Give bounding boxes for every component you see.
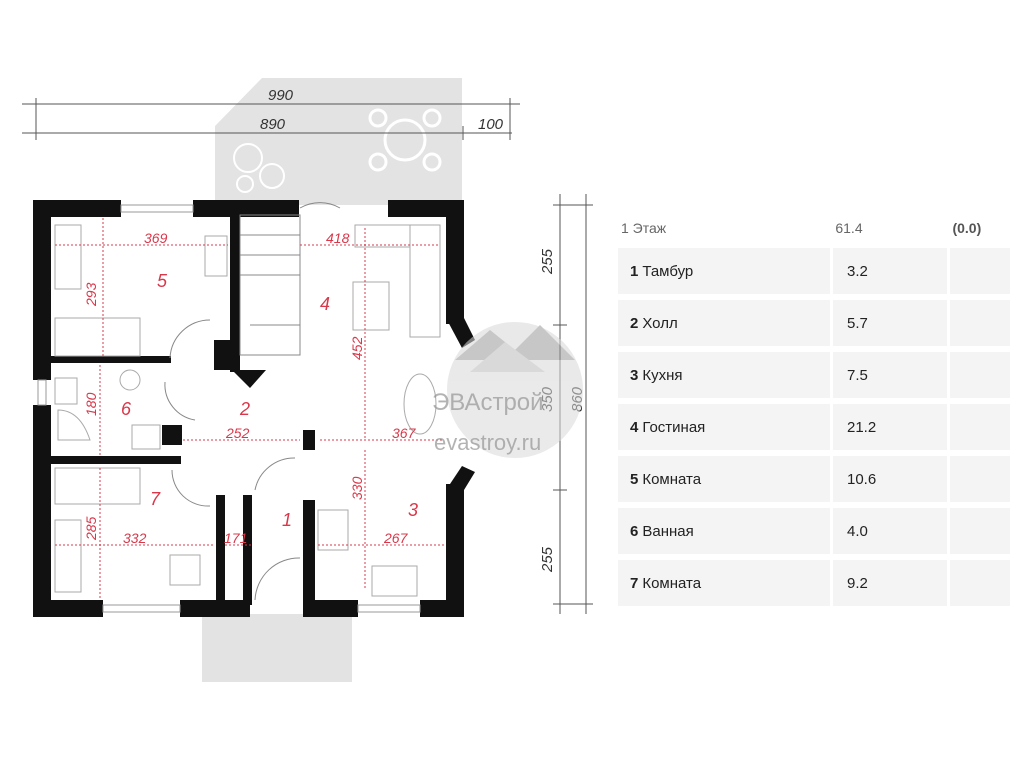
room-extra xyxy=(950,456,1010,502)
room-name: Ванная xyxy=(642,522,694,540)
dim-285: 285 xyxy=(83,516,99,541)
room-extra xyxy=(950,404,1010,450)
dim-369: 369 xyxy=(144,230,168,246)
row-number: 2 xyxy=(630,314,639,332)
dim-right-top: 255 xyxy=(539,248,556,275)
row-number: 1 xyxy=(630,262,639,280)
row-number: 5 xyxy=(630,470,639,488)
room-extra xyxy=(950,560,1010,606)
dim-990: 990 xyxy=(268,87,294,104)
row-number: 7 xyxy=(630,574,639,592)
terrace-table-icon xyxy=(368,108,442,172)
room-extra xyxy=(950,352,1010,398)
furniture xyxy=(54,224,441,597)
room-name: Холл xyxy=(642,314,678,332)
room-label-4: 4 xyxy=(320,294,330,314)
room-label-3: 3 xyxy=(408,500,418,520)
dim-180: 180 xyxy=(83,392,99,416)
room-extra xyxy=(950,508,1010,554)
room-label-1: 1 xyxy=(282,510,292,530)
watermark-url: evastroy.ru xyxy=(434,430,541,455)
room-name: Кухня xyxy=(642,366,683,384)
dim-418: 418 xyxy=(326,230,350,246)
dimension-lines-top xyxy=(22,98,520,140)
dim-293: 293 xyxy=(83,282,99,307)
room-label-6: 6 xyxy=(121,399,132,419)
floor-name: 1 Этаж xyxy=(621,220,667,236)
dim-252: 252 xyxy=(225,425,250,441)
plant-icon xyxy=(233,143,285,193)
dim-367: 367 xyxy=(392,425,417,441)
interior-walls xyxy=(51,212,315,610)
room-name: Комната xyxy=(642,574,702,592)
windows xyxy=(37,204,421,613)
row-number: 6 xyxy=(630,522,639,540)
room-area: 4.0 xyxy=(833,508,947,554)
dim-332: 332 xyxy=(123,530,147,546)
room-area: 21.2 xyxy=(833,404,947,450)
dim-330: 330 xyxy=(349,476,365,500)
room-extra xyxy=(950,248,1010,294)
room-area: 3.2 xyxy=(833,248,947,294)
room-area: 10.6 xyxy=(833,456,947,502)
porch-bottom xyxy=(202,614,352,682)
room-label-2: 2 xyxy=(239,399,250,419)
row-number: 3 xyxy=(630,366,639,384)
room-label-5: 5 xyxy=(157,271,168,291)
room-area: 9.2 xyxy=(833,560,947,606)
floor-extra: (0.0) xyxy=(952,220,982,236)
room-area: 5.7 xyxy=(833,300,947,346)
dim-right-bottom: 255 xyxy=(539,546,556,573)
table-header: 1 Этаж 61.4 (0.0) xyxy=(618,214,1012,242)
stairs xyxy=(239,214,301,356)
dim-890: 890 xyxy=(260,116,286,133)
room-extra xyxy=(950,300,1010,346)
row-number: 4 xyxy=(630,418,639,436)
watermark-text: ЭВАстрой xyxy=(432,389,544,416)
room-name: Тамбур xyxy=(642,262,694,280)
room-area: 7.5 xyxy=(833,352,947,398)
room-name: Гостиная xyxy=(642,418,706,436)
watermark-logo xyxy=(447,322,583,458)
dim-267: 267 xyxy=(383,530,409,546)
exterior-walls xyxy=(33,200,475,617)
doors xyxy=(164,202,341,601)
dim-171: 171 xyxy=(224,530,247,546)
room-name: Комната xyxy=(642,470,702,488)
terrace-top xyxy=(215,78,462,212)
floor-area-total: 61.4 xyxy=(835,220,863,236)
inner-dimension-lines xyxy=(55,218,444,600)
dim-452: 452 xyxy=(349,336,365,360)
dim-100: 100 xyxy=(478,116,504,133)
room-label-7: 7 xyxy=(150,489,161,509)
